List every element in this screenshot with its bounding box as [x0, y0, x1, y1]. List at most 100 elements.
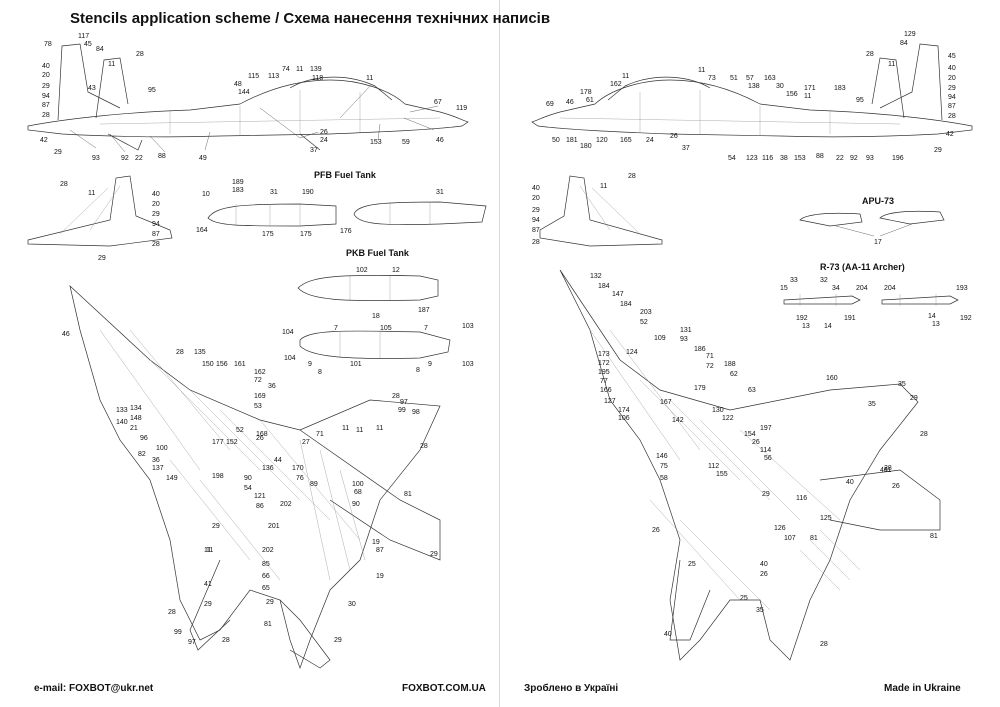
callout-number: 28: [152, 241, 160, 248]
callout-number: 192: [960, 315, 972, 322]
callout-number: 46: [436, 137, 444, 144]
callout-number: 45: [84, 41, 92, 48]
callout-number: 28: [176, 349, 184, 356]
callout-number: 30: [348, 601, 356, 608]
callout-number: 29: [762, 491, 770, 498]
callout-number: 119: [456, 105, 467, 112]
callout-number: 20: [948, 75, 956, 82]
callout-number: 20: [42, 72, 50, 79]
callout-number: 26: [652, 527, 660, 534]
callout-number: 51: [730, 75, 738, 82]
callout-number: 127: [604, 398, 616, 405]
callout-number: 161: [234, 361, 246, 368]
callout-number: 153: [794, 155, 806, 162]
callout-number: 152: [226, 439, 238, 446]
callout-number: 81: [404, 491, 412, 498]
callout-number: 147: [612, 291, 624, 298]
right-plan-view-aircraft: [559, 269, 941, 661]
callout-number: 14: [928, 313, 936, 320]
callout-number: 48: [234, 81, 242, 88]
callout-number: 49: [199, 155, 207, 162]
callout-number: 69: [546, 101, 554, 108]
callout-number: 35: [868, 401, 876, 408]
page-fold-divider: [499, 0, 500, 707]
footer-made-ua: Зроблено в Україні: [524, 683, 619, 694]
callout-number: 188: [724, 361, 736, 368]
callout-number: 29: [54, 149, 62, 156]
callout-number: 190: [302, 189, 314, 196]
callout-number: 78: [44, 41, 52, 48]
callout-number: 125: [820, 515, 832, 522]
callout-number: 22: [836, 155, 844, 162]
left-tail-detail: [27, 175, 173, 247]
callout-number: 7: [424, 325, 428, 332]
callout-number: 74: [282, 66, 290, 73]
callout-number: 72: [254, 377, 262, 384]
callout-number: 14: [824, 323, 832, 330]
callout-number: 31: [270, 189, 278, 196]
callout-number: 28: [136, 51, 144, 58]
callout-number: 72: [706, 363, 714, 370]
callout-number: 32: [820, 277, 828, 284]
callout-number: 87: [532, 227, 540, 234]
callout-number: 11: [342, 425, 349, 432]
callout-number: 116: [762, 155, 773, 162]
callout-number: 25: [740, 595, 748, 602]
apu-73-labels: 17: [874, 239, 882, 246]
callout-number: 137: [152, 465, 164, 472]
callout-number: 11: [356, 427, 363, 434]
callout-number: 99: [398, 407, 406, 414]
callout-number: 29: [948, 85, 956, 92]
callout-number: 40: [846, 479, 854, 486]
callout-number: 183: [232, 187, 244, 194]
callout-number: 81: [930, 533, 938, 540]
callout-number: 201: [268, 523, 280, 530]
callout-number: 163: [764, 75, 776, 82]
callout-number: 193: [956, 285, 968, 292]
footer-website: FOXBOT.COM.UA: [402, 683, 486, 694]
callout-number: 197: [760, 425, 772, 432]
callout-number: 35: [756, 607, 764, 614]
pkb-fuel-tank-labels: 102 12 18 187: [356, 267, 430, 320]
callout-number: 100: [352, 481, 364, 488]
callout-number: 187: [418, 307, 430, 314]
callout-number: 191: [844, 315, 856, 322]
callout-number: 59: [402, 139, 410, 146]
callout-number: 156: [216, 361, 228, 368]
callout-number: 117: [78, 33, 89, 40]
callout-number: 18: [372, 313, 380, 320]
callout-number: 103: [462, 361, 474, 368]
pkb-fuel-tank-label: PKB Fuel Tank: [346, 248, 409, 258]
left-side-view-callouts: [69, 83, 439, 153]
callout-number: 84: [900, 40, 908, 47]
callout-number: 44: [274, 457, 282, 464]
callout-number: 20: [532, 195, 540, 202]
right-tail-detail: [539, 175, 663, 247]
callout-number: 115: [248, 73, 259, 80]
callout-number: 11: [804, 93, 811, 100]
callout-number: 113: [268, 73, 279, 80]
callout-number: 42: [946, 131, 954, 138]
callout-number: 71: [706, 353, 714, 360]
callout-number: 28: [392, 393, 400, 400]
callout-number: 122: [722, 415, 734, 422]
callout-number: 96: [140, 435, 148, 442]
callout-number: 67: [434, 99, 442, 106]
callout-number: 101: [350, 361, 362, 368]
callout-number: 57: [746, 75, 754, 82]
callout-number: 171: [804, 85, 816, 92]
footer-email: e-mail: FOXBOT@ukr.net: [34, 683, 154, 694]
callout-number: 184: [598, 283, 610, 290]
callout-number: 29: [934, 147, 942, 154]
callout-number: 133: [116, 407, 128, 414]
apu-73-label: APU-73: [862, 196, 895, 206]
callout-number: 103: [462, 323, 474, 330]
callout-number: 11: [366, 75, 373, 82]
callout-number: 174: [618, 407, 630, 414]
callout-number: 11: [600, 183, 607, 190]
callout-number: 87: [948, 103, 956, 110]
r-73-labels: 33 32 15 34 204 192 13 14 191 204 193 14…: [780, 277, 972, 330]
callout-number: 156: [786, 91, 798, 98]
callout-number: 62: [730, 371, 738, 378]
callout-number: 35: [898, 381, 906, 388]
